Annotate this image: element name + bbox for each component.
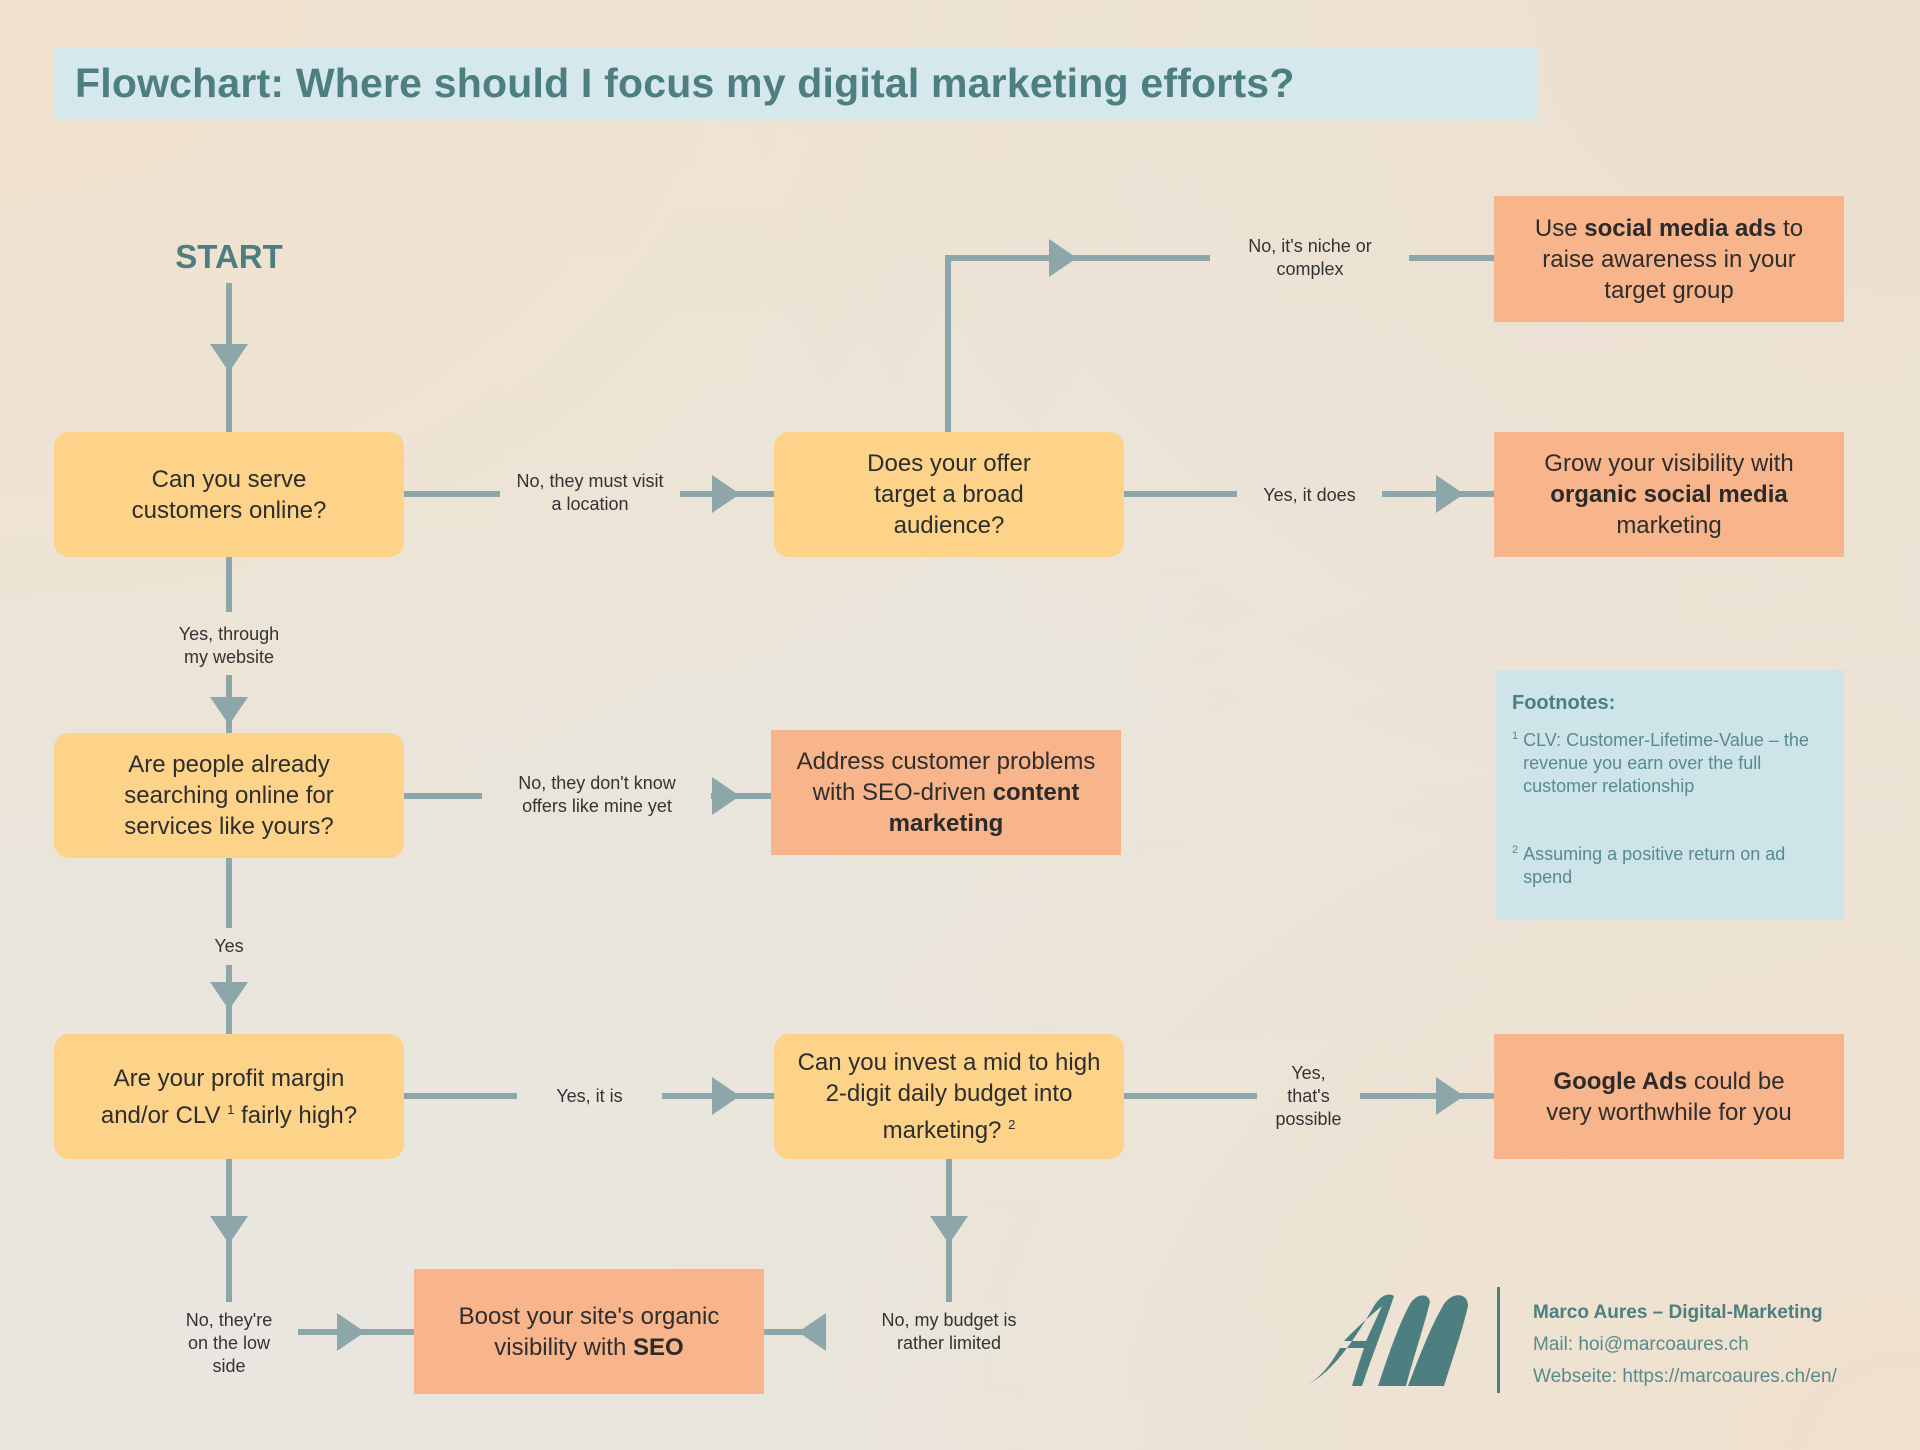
footnote-item: 1 CLV: Customer-Lifetime-Value – the rev… — [1512, 730, 1809, 796]
arrow-right-icon — [712, 475, 740, 513]
page-title: Flowchart: Where should I focus my digit… — [75, 60, 1295, 106]
edge-label-serve-no: No, they must visit a location — [516, 471, 664, 514]
start-label: START — [175, 238, 283, 275]
arrow-right-icon — [1049, 239, 1077, 277]
author-name: Marco Aures – Digital-Marketing — [1533, 1302, 1823, 1323]
arrow-right-icon — [712, 777, 740, 815]
question-text: Does your offer target a broad audience? — [867, 450, 1031, 539]
edge-label-searching-yes: Yes — [214, 936, 244, 956]
arrow-down-icon — [210, 697, 248, 725]
question-text: Can you serve customers online? — [131, 465, 327, 524]
contact-mail[interactable]: Mail: hoi@marcoaures.ch — [1533, 1334, 1749, 1355]
answer-google-ads: Google Ads could be very worthwhile for … — [1494, 1034, 1844, 1159]
answer-organic-social-media: Grow your visibility with organic social… — [1494, 432, 1844, 557]
question-text: Are your profit margin and/or CLV 1 fair… — [100, 1064, 358, 1129]
footnotes-panel: Footnotes: 1 CLV: Customer-Lifetime-Valu… — [1496, 670, 1844, 920]
question-people-searching: Are people already searching online for … — [54, 733, 404, 858]
question-text: Are people already searching online for … — [124, 751, 334, 840]
question-invest-budget: Can you invest a mid to high 2-digit dai… — [774, 1034, 1124, 1159]
edge-label-budget-no: No, my budget is rather limited — [881, 1310, 1017, 1353]
contact-block: Marco Aures – Digital-Marketing Mail: ho… — [1533, 1297, 1837, 1393]
edge-label-margin-yes: Yes, it is — [556, 1086, 623, 1106]
footnote-marker: 1 — [227, 1101, 235, 1117]
edge-label-margin-no: No, they're on the low side — [185, 1310, 273, 1376]
branding-divider — [1497, 1287, 1500, 1393]
arrow-down-icon — [210, 344, 248, 372]
question-broad-audience: Does your offer target a broad audience? — [774, 432, 1124, 557]
edge-label-broad-no: No, it's niche or complex — [1248, 236, 1372, 279]
arrow-right-icon — [712, 1077, 740, 1115]
edge-label-searching-no: No, they don't know offers like mine yet — [518, 773, 676, 816]
arrow-right-icon — [337, 1313, 365, 1351]
arrow-right-icon — [1436, 475, 1464, 513]
footnote-marker: 1 — [1512, 730, 1519, 742]
answer-social-media-ads: Use social media ads to raise awareness … — [1494, 196, 1844, 322]
arrow-down-icon — [930, 1216, 968, 1244]
footnote-marker: 2 — [1008, 1117, 1016, 1132]
title-banner: Flowchart: Where should I focus my digit… — [54, 47, 1537, 120]
arrow-right-icon — [1436, 1077, 1464, 1115]
am-logo-icon — [1298, 1294, 1468, 1388]
arrow-down-icon — [210, 982, 248, 1010]
arrow-left-icon — [798, 1313, 826, 1351]
answer-seo: Boost your site's organic visibility wit… — [414, 1269, 764, 1394]
question-profit-margin: Are your profit margin and/or CLV 1 fair… — [54, 1034, 404, 1159]
footnote-marker: 2 — [1512, 844, 1519, 856]
arrow-down-icon — [210, 1216, 248, 1244]
footnotes-title: Footnotes: — [1512, 692, 1616, 714]
question-serve-online: Can you serve customers online? — [54, 432, 404, 557]
edge-label-budget-yes: Yes, that's possible — [1275, 1063, 1342, 1129]
footnote-item: 2 Assuming a positive return on ad spend — [1512, 844, 1786, 887]
contact-website[interactable]: Webseite: https://marcoaures.ch/en/ — [1533, 1366, 1837, 1387]
question-text: Can you invest a mid to high 2-digit dai… — [797, 1049, 1101, 1144]
edge-label-serve-yes: Yes, through my website — [178, 624, 280, 667]
answer-content-marketing: Address customer problems with SEO-drive… — [771, 730, 1121, 855]
edge-label-broad-yes: Yes, it does — [1263, 485, 1356, 505]
